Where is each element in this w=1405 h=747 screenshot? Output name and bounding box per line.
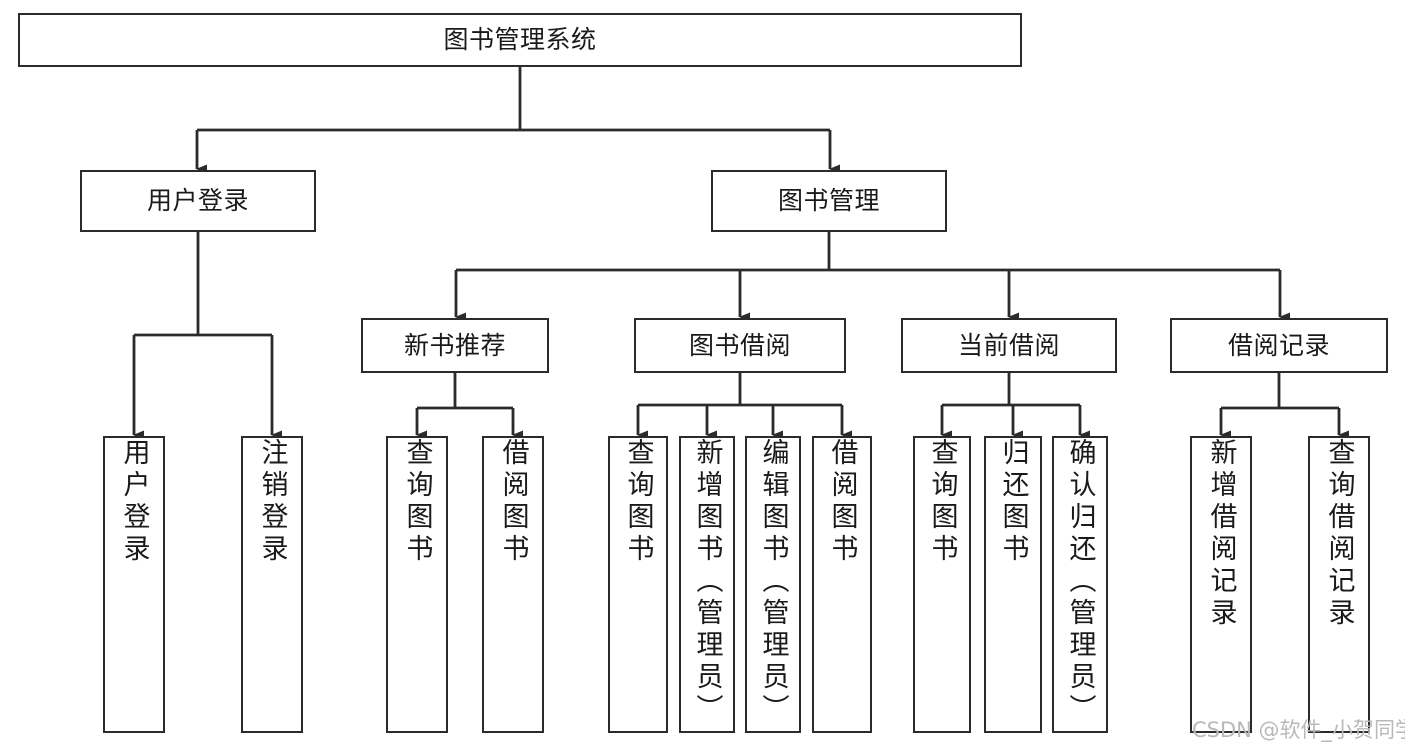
node-label-leaf-query-book-2: 查询图书 <box>622 438 654 566</box>
node-borrow-record[interactable]: 借阅记录 <box>1170 318 1388 373</box>
node-label-new-book-rec: 新书推荐 <box>403 330 506 360</box>
node-label-leaf-user-logout: 注销登录 <box>256 438 288 566</box>
node-label-leaf-user-login: 用户登录 <box>118 438 150 566</box>
node-label-leaf-confirm-ret: 确认归还（管理员） <box>1064 438 1096 726</box>
node-leaf-query-record[interactable]: 查询借阅记录 <box>1308 436 1370 733</box>
node-leaf-return-book[interactable]: 归还图书 <box>984 436 1042 733</box>
node-label-root: 图书管理系统 <box>443 25 597 55</box>
node-label-leaf-add-book: 新增图书（管理员） <box>691 438 723 726</box>
node-label-user-login: 用户登录 <box>146 186 249 216</box>
node-book-manage[interactable]: 图书管理 <box>711 170 947 232</box>
node-current-borrow[interactable]: 当前借阅 <box>901 318 1117 373</box>
node-label-leaf-query-book-3: 查询图书 <box>926 438 958 566</box>
node-label-leaf-add-record: 新增借阅记录 <box>1205 438 1237 630</box>
node-leaf-query-book-3[interactable]: 查询图书 <box>913 436 971 733</box>
node-user-login[interactable]: 用户登录 <box>80 170 316 232</box>
node-label-current-borrow: 当前借阅 <box>957 330 1060 360</box>
node-root[interactable]: 图书管理系统 <box>18 13 1022 67</box>
node-label-leaf-query-record: 查询借阅记录 <box>1323 438 1355 630</box>
node-leaf-edit-book[interactable]: 编辑图书（管理员） <box>745 436 801 733</box>
node-leaf-query-book-1[interactable]: 查询图书 <box>386 436 448 733</box>
node-book-borrow[interactable]: 图书借阅 <box>634 318 846 373</box>
node-label-leaf-edit-book: 编辑图书（管理员） <box>757 438 789 726</box>
node-leaf-borrow-book-1[interactable]: 借阅图书 <box>482 436 544 733</box>
node-label-leaf-borrow-book-1: 借阅图书 <box>497 438 529 566</box>
node-label-borrow-record: 借阅记录 <box>1227 330 1330 360</box>
node-label-book-borrow: 图书借阅 <box>688 330 791 360</box>
node-leaf-add-record[interactable]: 新增借阅记录 <box>1190 436 1252 733</box>
node-leaf-confirm-ret[interactable]: 确认归还（管理员） <box>1052 436 1108 733</box>
node-leaf-user-logout[interactable]: 注销登录 <box>241 436 303 733</box>
node-new-book-rec[interactable]: 新书推荐 <box>361 318 549 373</box>
node-leaf-borrow-book-2[interactable]: 借阅图书 <box>812 436 872 733</box>
node-label-leaf-borrow-book-2: 借阅图书 <box>826 438 858 566</box>
node-leaf-user-login[interactable]: 用户登录 <box>103 436 165 733</box>
node-label-book-manage: 图书管理 <box>777 186 880 216</box>
node-label-leaf-query-book-1: 查询图书 <box>401 438 433 566</box>
node-label-leaf-return-book: 归还图书 <box>997 438 1029 566</box>
node-leaf-add-book[interactable]: 新增图书（管理员） <box>679 436 735 733</box>
node-leaf-query-book-2[interactable]: 查询图书 <box>608 436 668 733</box>
